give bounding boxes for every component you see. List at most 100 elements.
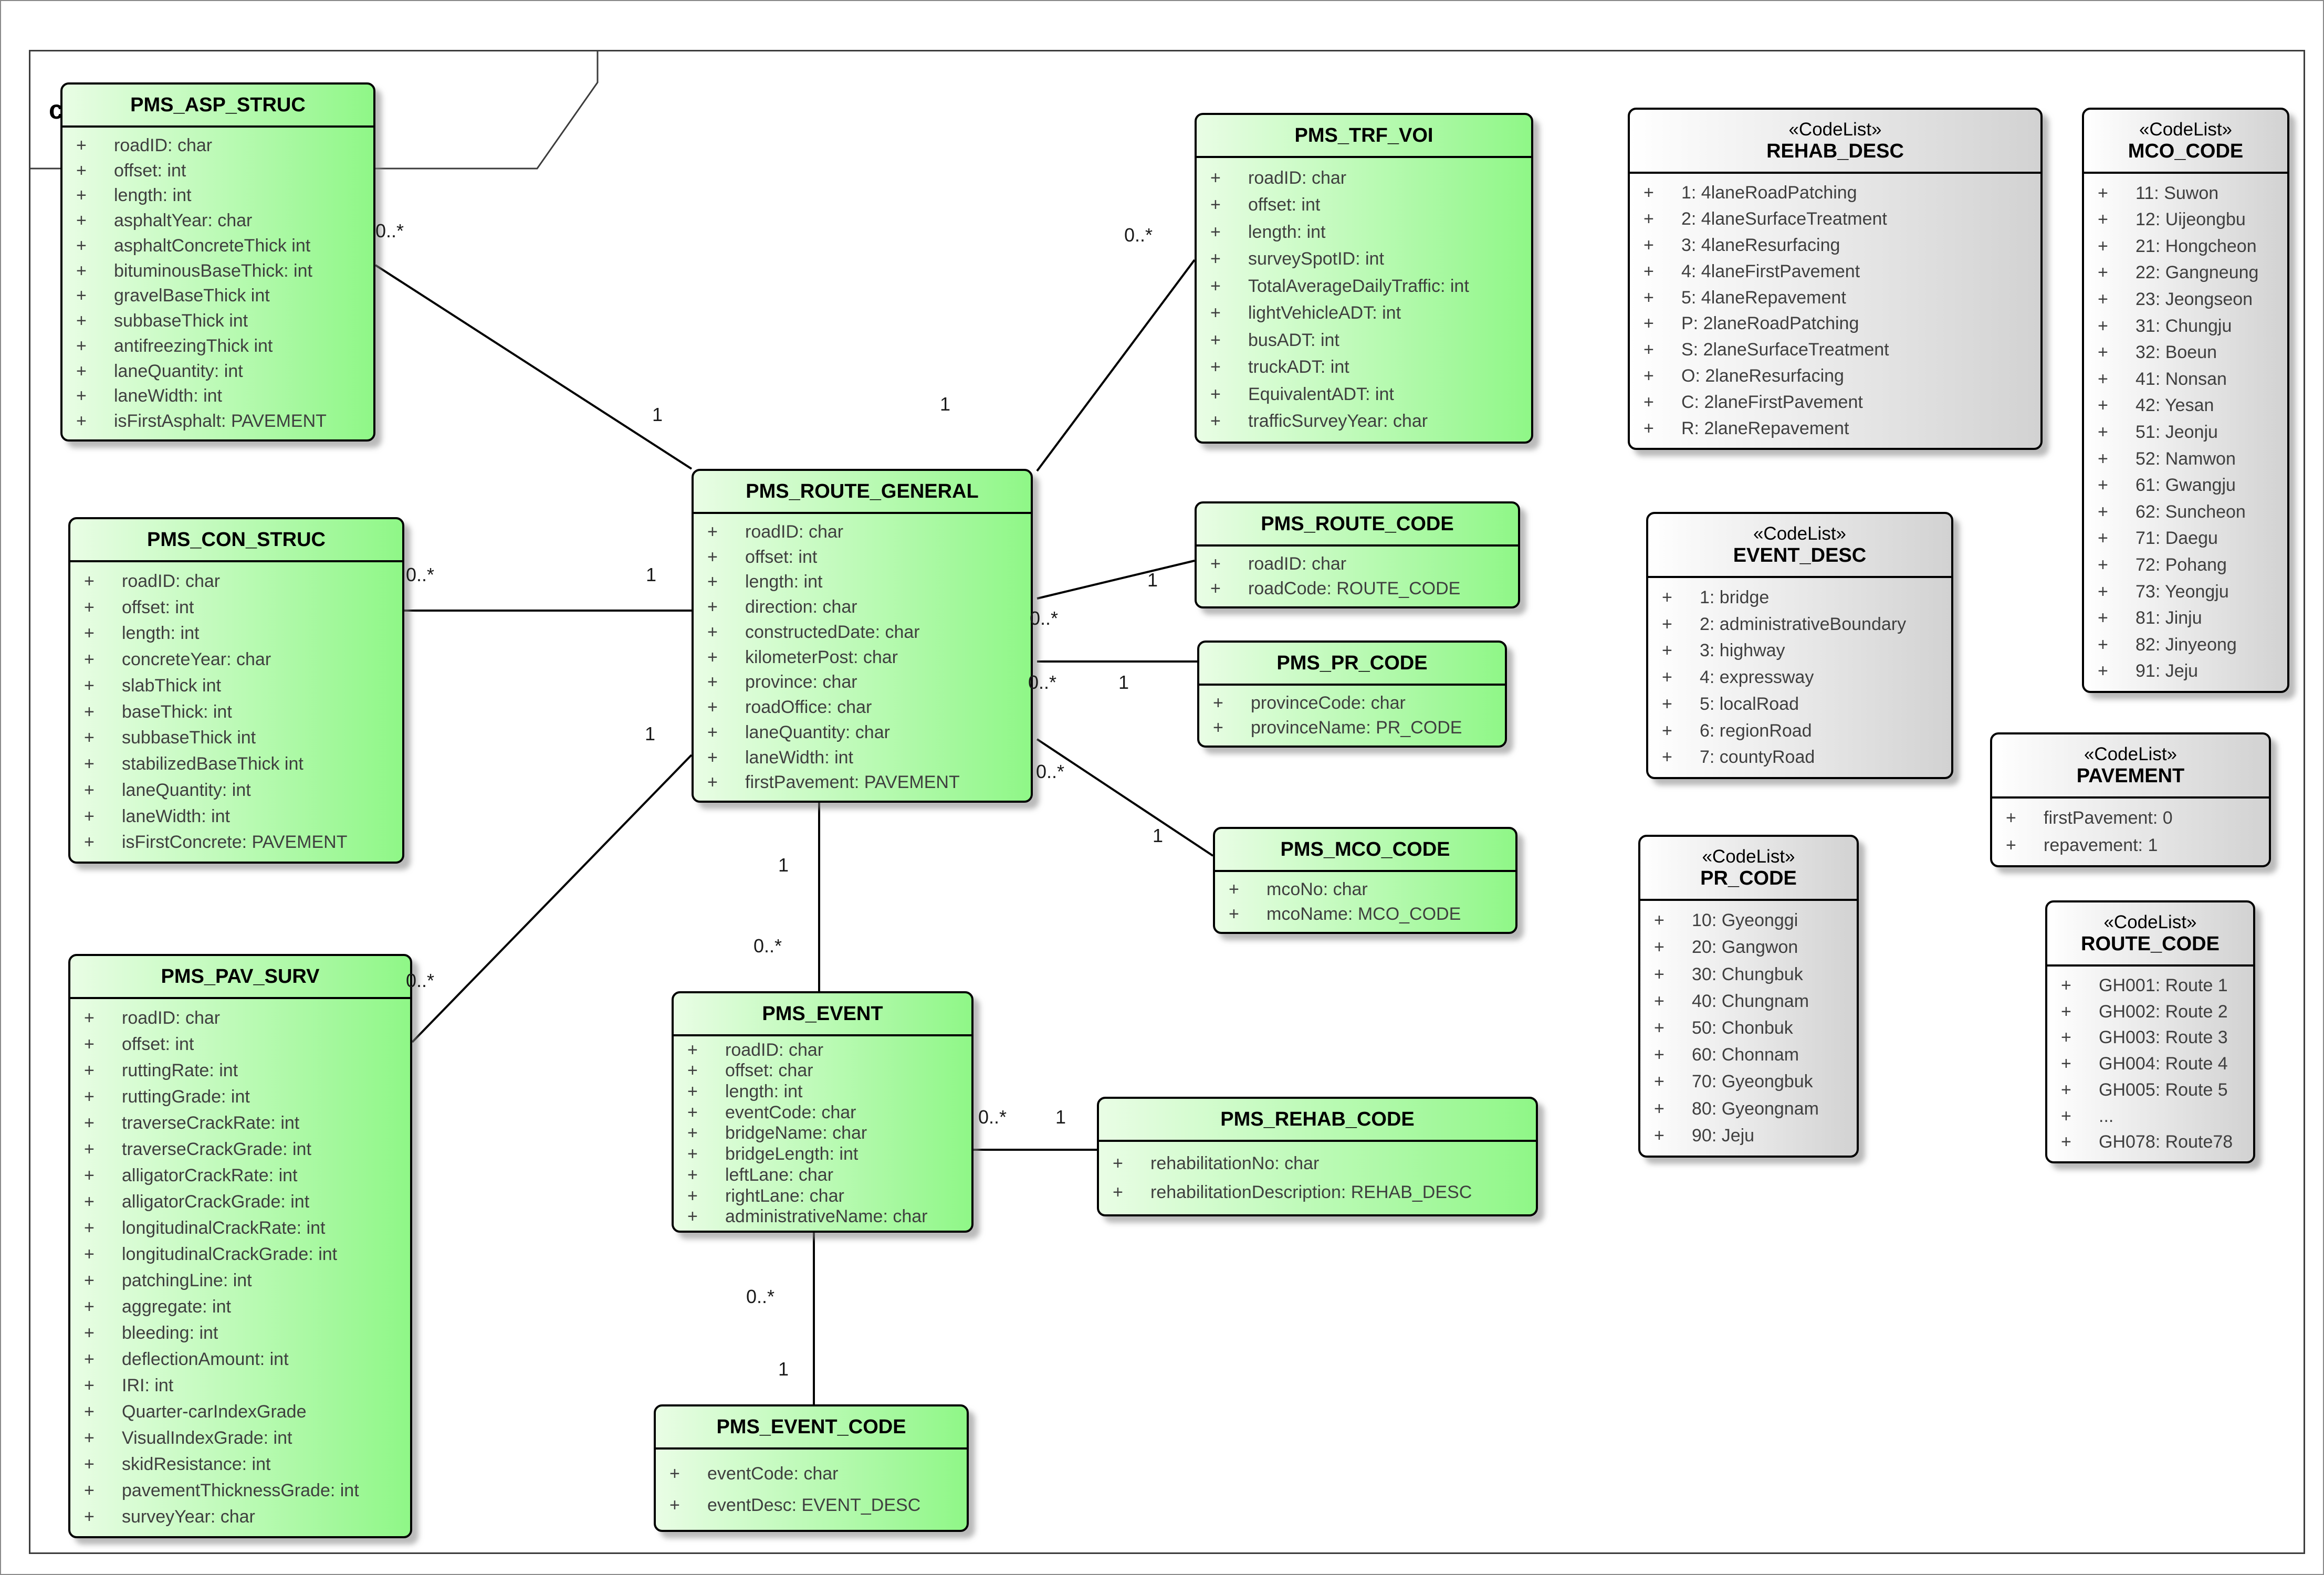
attribute-row[interactable]: +bridgeLength: int (674, 1144, 971, 1164)
attribute-row[interactable]: +administrativeName: char (674, 1206, 971, 1227)
attribute-row[interactable]: +23: Jeongseon (2084, 289, 2287, 310)
attribute-row[interactable]: +traverseCrackRate: int (70, 1113, 410, 1133)
attribute-row[interactable]: +roadID: char (1197, 554, 1518, 574)
attribute-row[interactable]: +GH003: Route 3 (2047, 1027, 2253, 1048)
attribute-row[interactable]: +bleeding: int (70, 1323, 410, 1343)
attribute-row[interactable]: +busADT: int (1197, 330, 1531, 351)
attribute-row[interactable]: +laneWidth: int (70, 806, 402, 827)
attribute-row[interactable]: +slabThick int (70, 676, 402, 696)
attribute-row[interactable]: +6: regionRoad (1648, 721, 1951, 741)
attribute-row[interactable]: +62: Suncheon (2084, 502, 2287, 522)
attribute-row[interactable]: +laneQuantity: int (70, 780, 402, 801)
attribute-row[interactable]: +4: 4laneFirstPavement (1630, 261, 2040, 282)
attribute-row[interactable]: +1: bridge (1648, 587, 1951, 608)
class-box-pms-event-code[interactable]: PMS_EVENT_CODE+eventCode: char+eventDesc… (654, 1404, 969, 1532)
attribute-row[interactable]: +rehabilitationDescription: REHAB_DESC (1099, 1182, 1536, 1203)
attribute-row[interactable]: +ruttingRate: int (70, 1060, 410, 1081)
attribute-row[interactable]: +eventDesc: EVENT_DESC (656, 1495, 967, 1516)
attribute-row[interactable]: +mcoName: MCO_CODE (1215, 904, 1515, 925)
association-line-asp-routegeneral[interactable] (374, 264, 693, 470)
attribute-row[interactable]: +31: Chungju (2084, 316, 2287, 337)
attribute-row[interactable]: +S: 2laneSurfaceTreatment (1630, 340, 2040, 360)
attribute-row[interactable]: +offset: int (70, 1034, 410, 1055)
attribute-row[interactable]: +eventCode: char (656, 1464, 967, 1484)
attribute-row[interactable]: +pavementThicknessGrade: int (70, 1480, 410, 1501)
attribute-row[interactable]: +isFirstAsphalt: PAVEMENT (62, 411, 373, 432)
attribute-row[interactable]: +repavement: 1 (1992, 835, 2269, 856)
attribute-row[interactable]: +longitudinalCrackGrade: int (70, 1244, 410, 1265)
attribute-row[interactable]: +IRI: int (70, 1376, 410, 1396)
attribute-row[interactable]: +rehabilitationNo: char (1099, 1153, 1536, 1174)
attribute-row[interactable]: +5: localRoad (1648, 694, 1951, 715)
attribute-row[interactable]: +length: int (1197, 222, 1531, 243)
class-box-pms-mco-code[interactable]: PMS_MCO_CODE+mcoNo: char+mcoName: MCO_CO… (1213, 827, 1517, 934)
codelist-box-pavement-list[interactable]: «CodeList»PAVEMENT+firstPavement: 0+repa… (1990, 732, 2271, 867)
attribute-row[interactable]: +C: 2laneFirstPavement (1630, 392, 2040, 413)
codelist-box-event-desc[interactable]: «CodeList»EVENT_DESC+1: bridge+2: admini… (1646, 512, 1953, 779)
attribute-row[interactable]: +1: 4laneRoadPatching (1630, 183, 2040, 203)
attribute-row[interactable]: +antifreezingThick int (62, 336, 373, 356)
attribute-row[interactable]: +laneWidth: int (694, 748, 1031, 768)
attribute-row[interactable]: +truckADT: int (1197, 357, 1531, 377)
attribute-row[interactable]: +EquivalentADT: int (1197, 384, 1531, 405)
attribute-row[interactable]: +provinceName: PR_CODE (1199, 718, 1505, 738)
attribute-row[interactable]: +roadID: char (62, 135, 373, 156)
attribute-row[interactable]: +longitudinalCrackRate: int (70, 1218, 410, 1238)
attribute-row[interactable]: +laneQuantity: int (62, 361, 373, 382)
attribute-row[interactable]: +length: int (694, 572, 1031, 592)
attribute-row[interactable]: +52: Namwon (2084, 449, 2287, 469)
attribute-row[interactable]: +roadCode: ROUTE_CODE (1197, 579, 1518, 599)
attribute-row[interactable]: +3: highway (1648, 640, 1951, 661)
class-box-pms-con-struc[interactable]: PMS_CON_STRUC+roadID: char+offset: int+l… (68, 517, 404, 864)
attribute-row[interactable]: +Quarter-carIndexGrade (70, 1402, 410, 1422)
attribute-row[interactable]: +60: Chonnam (1640, 1045, 1857, 1065)
attribute-row[interactable]: +eventCode: char (674, 1102, 971, 1123)
class-box-pms-route-general[interactable]: PMS_ROUTE_GENERAL+roadID: char+offset: i… (692, 469, 1033, 803)
attribute-row[interactable]: +asphaltConcreteThick int (62, 236, 373, 256)
attribute-row[interactable]: +traverseCrackGrade: int (70, 1139, 410, 1160)
attribute-row[interactable]: +P: 2laneRoadPatching (1630, 313, 2040, 334)
attribute-row[interactable]: +baseThick: int (70, 702, 402, 722)
association-line-pav-routegeneral[interactable] (411, 754, 693, 1043)
attribute-row[interactable]: +bridgeName: char (674, 1123, 971, 1143)
codelist-box-pr-code-list[interactable]: «CodeList»PR_CODE+10: Gyeonggi+20: Gangw… (1638, 835, 1859, 1158)
attribute-row[interactable]: +rightLane: char (674, 1186, 971, 1206)
attribute-row[interactable]: +roadID: char (70, 1008, 410, 1028)
attribute-row[interactable]: +firstPavement: 0 (1992, 808, 2269, 828)
attribute-row[interactable]: +30: Chungbuk (1640, 964, 1857, 985)
attribute-row[interactable]: +3: 4laneResurfacing (1630, 235, 2040, 256)
association-line-routegeneral-routecode[interactable] (1037, 560, 1195, 600)
attribute-row[interactable]: +TotalAverageDailyTraffic: int (1197, 276, 1531, 297)
attribute-row[interactable]: +32: Boeun (2084, 342, 2287, 363)
attribute-row[interactable]: +80: Gyeongnam (1640, 1099, 1857, 1119)
attribute-row[interactable]: +5: 4laneRepavement (1630, 288, 2040, 308)
attribute-row[interactable]: +subbaseThick int (70, 728, 402, 748)
attribute-row[interactable]: +length: int (62, 185, 373, 206)
attribute-row[interactable]: +... (2047, 1106, 2253, 1127)
class-box-pms-trf-voi[interactable]: PMS_TRF_VOI+roadID: char+offset: int+len… (1195, 113, 1533, 444)
attribute-row[interactable]: +12: Uijeongbu (2084, 209, 2287, 230)
attribute-row[interactable]: +gravelBaseThick int (62, 286, 373, 306)
attribute-row[interactable]: +subbaseThick int (62, 311, 373, 331)
attribute-row[interactable]: +mcoNo: char (1215, 879, 1515, 900)
attribute-row[interactable]: +10: Gyeonggi (1640, 910, 1857, 931)
attribute-row[interactable]: +lightVehicleADT: int (1197, 303, 1531, 323)
attribute-row[interactable]: +40: Chungnam (1640, 991, 1857, 1012)
attribute-row[interactable]: +isFirstConcrete: PAVEMENT (70, 832, 402, 853)
attribute-row[interactable]: +deflectionAmount: int (70, 1349, 410, 1370)
attribute-row[interactable]: +provinceCode: char (1199, 693, 1505, 713)
attribute-row[interactable]: +offset: int (694, 547, 1031, 568)
attribute-row[interactable]: +surveySpotID: int (1197, 249, 1531, 269)
attribute-row[interactable]: +roadID: char (1197, 168, 1531, 188)
attribute-row[interactable]: +91: Jeju (2084, 661, 2287, 681)
attribute-row[interactable]: +offset: char (674, 1060, 971, 1081)
attribute-row[interactable]: +stabilizedBaseThick int (70, 754, 402, 774)
attribute-row[interactable]: +surveyYear: char (70, 1507, 410, 1527)
attribute-row[interactable]: +skidResistance: int (70, 1454, 410, 1475)
attribute-row[interactable]: +firstPavement: PAVEMENT (694, 772, 1031, 793)
attribute-row[interactable]: +alligatorCrackGrade: int (70, 1192, 410, 1212)
attribute-row[interactable]: +concreteYear: char (70, 649, 402, 670)
attribute-row[interactable]: +roadOffice: char (694, 697, 1031, 718)
association-line-routegeneral-trf[interactable] (1036, 259, 1196, 472)
attribute-row[interactable]: +51: Jeonju (2084, 422, 2287, 443)
